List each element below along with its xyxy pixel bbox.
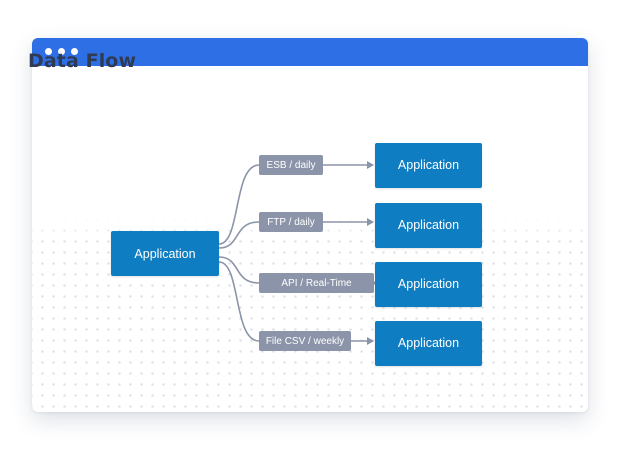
flow-curve [218, 256, 260, 284]
flow-curve [218, 164, 260, 245]
target-application[interactable]: Application [375, 202, 482, 248]
window-dot-icon [58, 48, 65, 55]
flow-curve [218, 221, 260, 249]
flow-curve [218, 261, 260, 342]
target-application[interactable]: Application [375, 261, 482, 307]
flow-channel-label: API / Real-Time [259, 273, 374, 293]
flow-channel-label: File CSV / weekly [259, 331, 351, 351]
app-window [32, 38, 588, 412]
flow-channel-label: ESB / daily [259, 155, 323, 175]
dot-grid-background [32, 66, 588, 412]
source-application[interactable]: Application [111, 231, 219, 276]
window-dot-icon [71, 48, 78, 55]
window-titlebar [32, 38, 588, 66]
page-title: Data Flow [28, 50, 137, 72]
target-application[interactable]: Application [375, 320, 482, 366]
target-application[interactable]: Application [375, 142, 482, 188]
flow-channel-label: FTP / daily [259, 212, 323, 232]
window-dot-icon [45, 48, 52, 55]
